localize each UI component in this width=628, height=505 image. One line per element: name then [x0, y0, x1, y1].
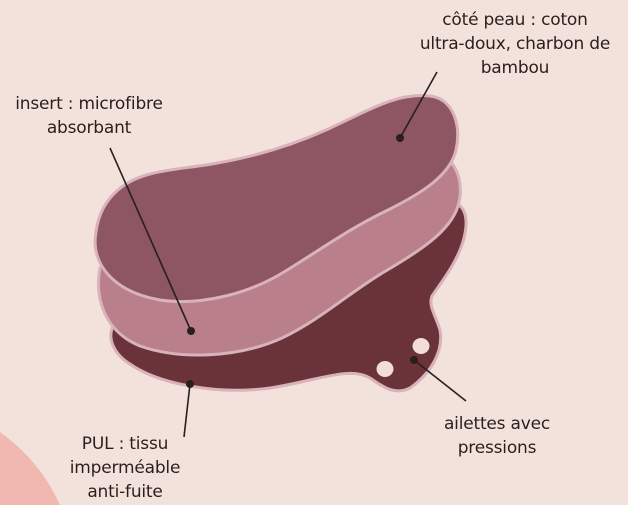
leader-dot-insert	[187, 327, 195, 335]
label-pul-line: PUL : tissu	[40, 432, 210, 456]
leader-line-pul	[184, 384, 190, 437]
label-skin-side-line: ultra-doux, charbon de	[400, 32, 628, 56]
snap-button-right	[413, 338, 430, 354]
label-insert: insert : microfibre absorbant	[0, 92, 178, 140]
leader-line-wings	[414, 360, 466, 401]
label-wings-line: ailettes avec	[412, 412, 582, 436]
snap-button-left	[377, 361, 394, 377]
label-insert-line: insert : microfibre	[0, 92, 178, 116]
label-wings-line: pressions	[412, 436, 582, 460]
label-insert-line: absorbant	[0, 116, 178, 140]
label-pul: PUL : tissu imperméable anti-fuite	[40, 432, 210, 504]
label-skin-side-line: côté peau : coton	[400, 8, 628, 32]
leader-dot-pul	[186, 380, 194, 388]
leader-dot-top	[396, 134, 404, 142]
label-skin-side: côté peau : coton ultra-doux, charbon de…	[400, 8, 628, 80]
label-pul-line: anti-fuite	[40, 480, 210, 504]
label-wings: ailettes avec pressions	[412, 412, 582, 460]
label-skin-side-line: bambou	[400, 56, 628, 80]
leader-dot-wings	[410, 356, 418, 364]
label-pul-line: imperméable	[40, 456, 210, 480]
